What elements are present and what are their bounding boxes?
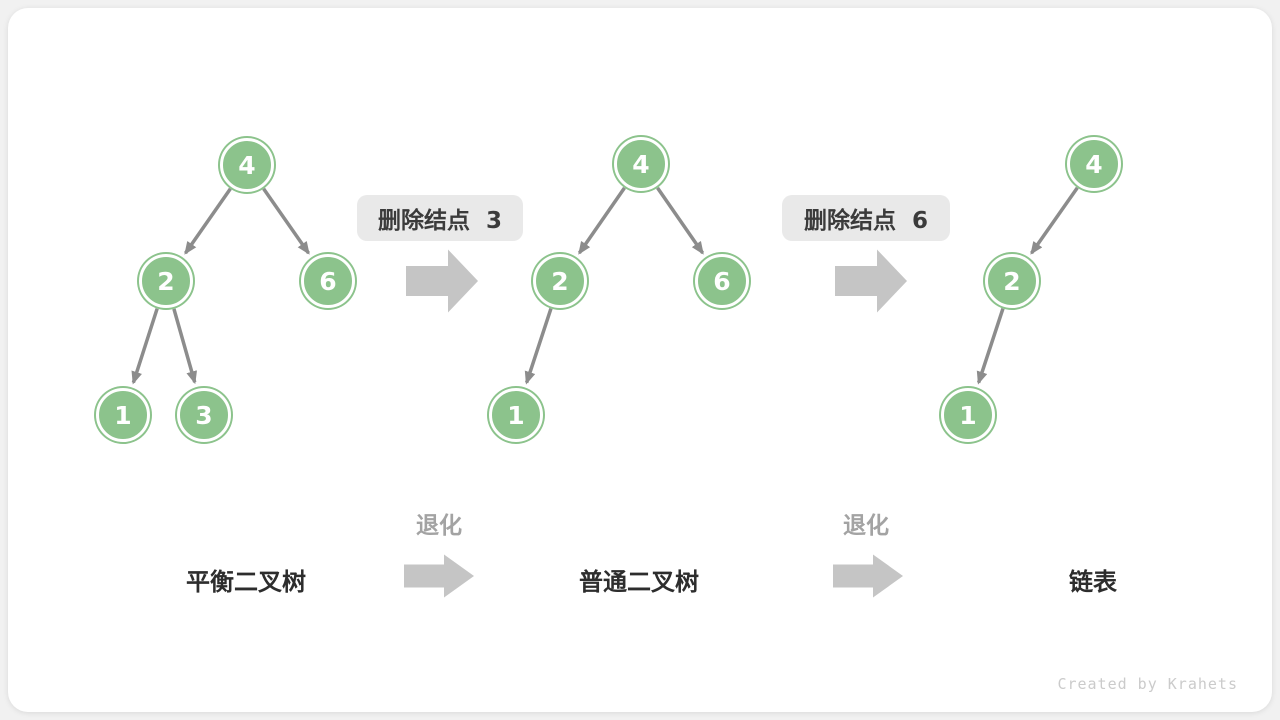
node-circle bbox=[1065, 135, 1123, 193]
node-value: 2 bbox=[157, 267, 174, 296]
node-ring bbox=[489, 388, 543, 442]
node-ring bbox=[1067, 137, 1121, 191]
step-label-delete-3: 删除结点 3 bbox=[357, 195, 523, 241]
degrade-label: 退化 bbox=[416, 513, 462, 539]
tree-node-6: 6 bbox=[693, 252, 751, 310]
node-circle bbox=[218, 136, 276, 194]
node-ring bbox=[177, 388, 231, 442]
canvas-card bbox=[8, 8, 1272, 712]
node-value: 1 bbox=[507, 401, 524, 430]
node-ring bbox=[985, 254, 1039, 308]
tree-edge bbox=[656, 186, 705, 255]
step-label-delete-6: 删除结点 6 bbox=[782, 195, 950, 241]
tree-edge bbox=[577, 186, 626, 255]
node-circle bbox=[175, 386, 233, 444]
node-value: 4 bbox=[632, 150, 649, 179]
degrade-arrow-icon bbox=[404, 554, 474, 598]
node-value: 3 bbox=[195, 401, 212, 430]
trees-layer: 4 2 6 1 3 4 2 6 1 4 2 1 bbox=[94, 135, 1123, 444]
node-ring bbox=[220, 138, 274, 192]
tree-1: 4 2 6 1 bbox=[487, 135, 751, 444]
node-ring bbox=[301, 254, 355, 308]
node-ring bbox=[139, 254, 193, 308]
tree-edge bbox=[172, 308, 198, 385]
tree-node-1: 1 bbox=[94, 386, 152, 444]
tree-node-1: 1 bbox=[487, 386, 545, 444]
node-circle bbox=[939, 386, 997, 444]
node-value: 4 bbox=[238, 151, 255, 180]
node-circle bbox=[487, 386, 545, 444]
tree-edge bbox=[1030, 186, 1079, 255]
node-circle bbox=[137, 252, 195, 310]
node-ring bbox=[533, 254, 587, 308]
caption-ordinary-binary-tree: 普通二叉树 bbox=[579, 568, 699, 596]
tree-edge bbox=[976, 308, 1005, 385]
tree-2: 4 2 1 bbox=[939, 135, 1123, 444]
tree-edge bbox=[184, 187, 232, 255]
node-circle bbox=[693, 252, 751, 310]
caption-linked-list: 链表 bbox=[1069, 568, 1117, 596]
node-circle bbox=[612, 135, 670, 193]
node-ring bbox=[941, 388, 995, 442]
tree-node-2: 2 bbox=[983, 252, 1041, 310]
tree-edge bbox=[524, 308, 553, 385]
tree-node-2: 2 bbox=[531, 252, 589, 310]
degrade-label: 退化 bbox=[843, 513, 889, 539]
caption-balanced-binary-tree: 平衡二叉树 bbox=[186, 568, 306, 596]
tree-node-1: 1 bbox=[939, 386, 997, 444]
node-value: 2 bbox=[551, 267, 568, 296]
node-ring bbox=[695, 254, 749, 308]
tree-node-4: 4 bbox=[612, 135, 670, 193]
node-circle bbox=[983, 252, 1041, 310]
node-value: 2 bbox=[1003, 267, 1020, 296]
node-circle bbox=[299, 252, 357, 310]
tree-node-4: 4 bbox=[1065, 135, 1123, 193]
node-circle bbox=[94, 386, 152, 444]
tree-edge bbox=[131, 308, 159, 385]
tree-0: 4 2 6 1 3 bbox=[94, 136, 357, 444]
node-ring bbox=[96, 388, 150, 442]
tree-node-2: 2 bbox=[137, 252, 195, 310]
watermark-credit: Created by Krahets bbox=[1057, 675, 1238, 693]
degrade-arrow-icon bbox=[833, 554, 903, 598]
node-value: 1 bbox=[959, 401, 976, 430]
tree-node-4: 4 bbox=[218, 136, 276, 194]
tree-node-6: 6 bbox=[299, 252, 357, 310]
tree-edge bbox=[262, 187, 310, 255]
node-ring bbox=[614, 137, 668, 191]
node-value: 6 bbox=[319, 267, 336, 296]
node-circle bbox=[531, 252, 589, 310]
transition-arrow-icon bbox=[835, 249, 907, 313]
tree-node-3: 3 bbox=[175, 386, 233, 444]
node-value: 1 bbox=[114, 401, 131, 430]
node-value: 6 bbox=[713, 267, 730, 296]
node-value: 4 bbox=[1085, 150, 1102, 179]
transition-arrow-icon bbox=[406, 249, 478, 313]
